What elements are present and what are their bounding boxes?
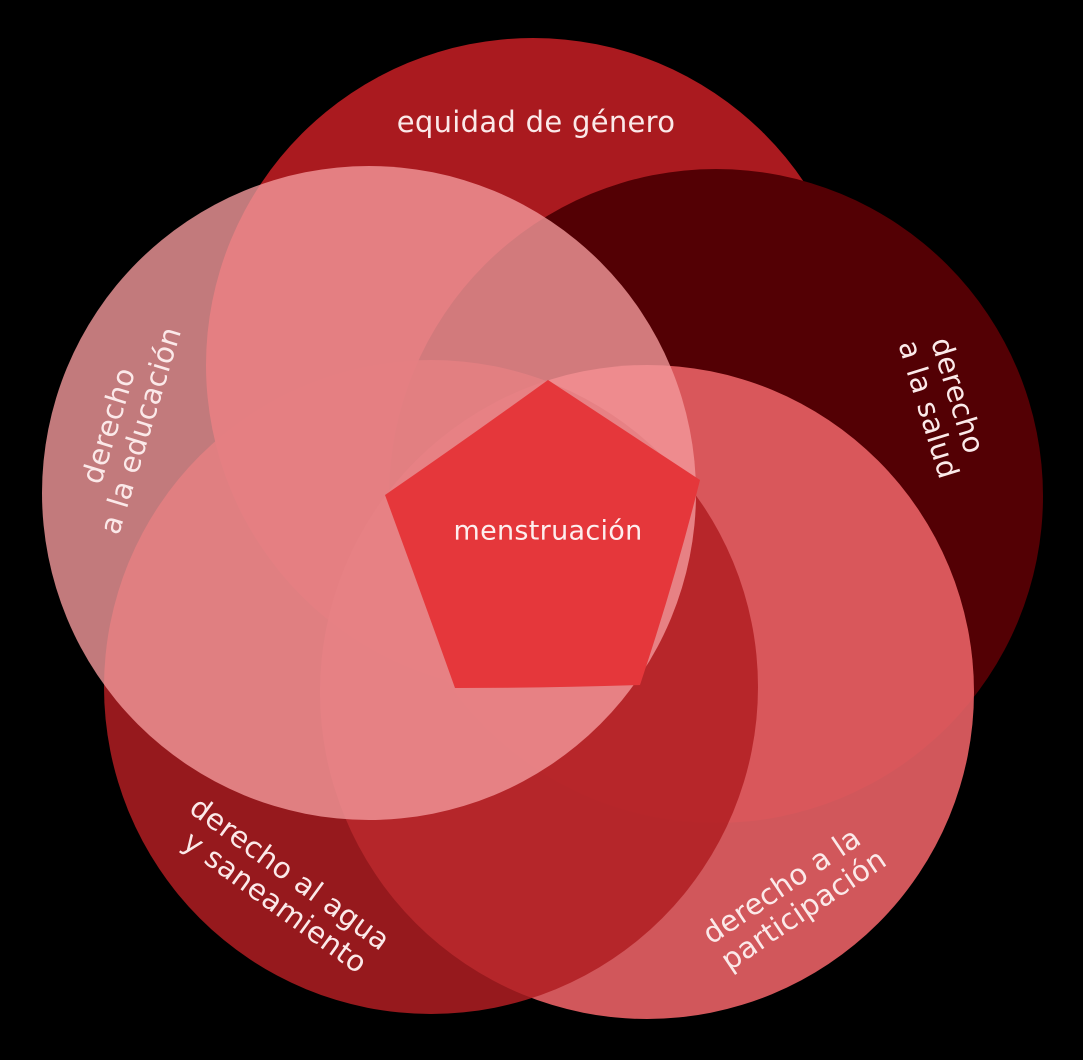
center-label: menstruación bbox=[453, 516, 642, 547]
svg-text:equidad de género: equidad de género bbox=[397, 105, 676, 139]
label-equidad-de-genero: equidad de género bbox=[397, 105, 676, 139]
label-equidad-line-1: equidad de género bbox=[397, 105, 676, 139]
center-intersection bbox=[385, 380, 700, 688]
